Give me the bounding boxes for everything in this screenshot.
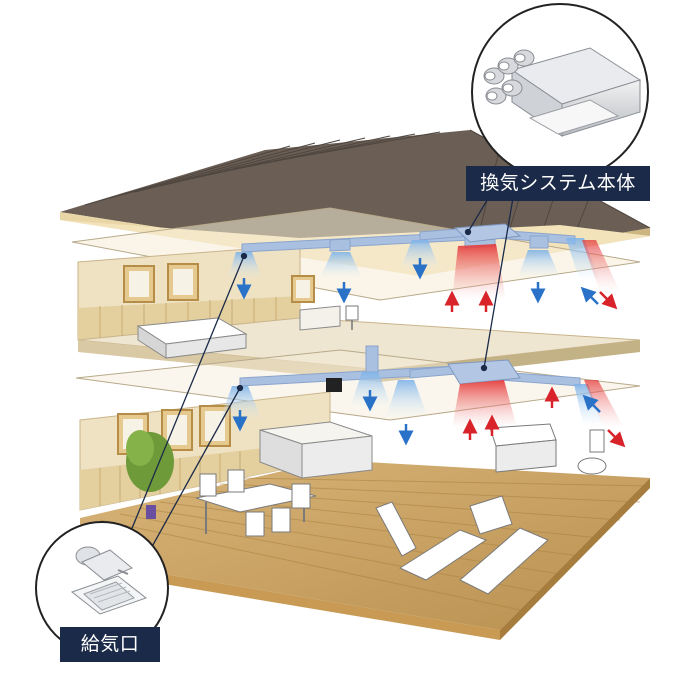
lower-ventilation-unit: [447, 359, 521, 385]
lower-exhaust-plume: [452, 380, 624, 428]
supply-inlet-inset: [35, 521, 169, 655]
ground-floor: [79, 378, 650, 640]
supply-inlet-label: 給気口: [60, 627, 160, 662]
upper-supply-plumes: [228, 238, 600, 282]
supply-arrows: [232, 258, 601, 446]
upper-exhaust-plume: [452, 240, 620, 300]
main-unit-label: 換気システム本体: [466, 166, 650, 201]
exhaust-arrows: [444, 290, 626, 448]
ventilation-unit-icon: [483, 47, 642, 137]
upper-ventilation-unit: [453, 223, 522, 243]
supply-grille-icon: [70, 546, 148, 615]
main-unit-inset: [471, 3, 649, 181]
upper-floor: [77, 244, 641, 382]
